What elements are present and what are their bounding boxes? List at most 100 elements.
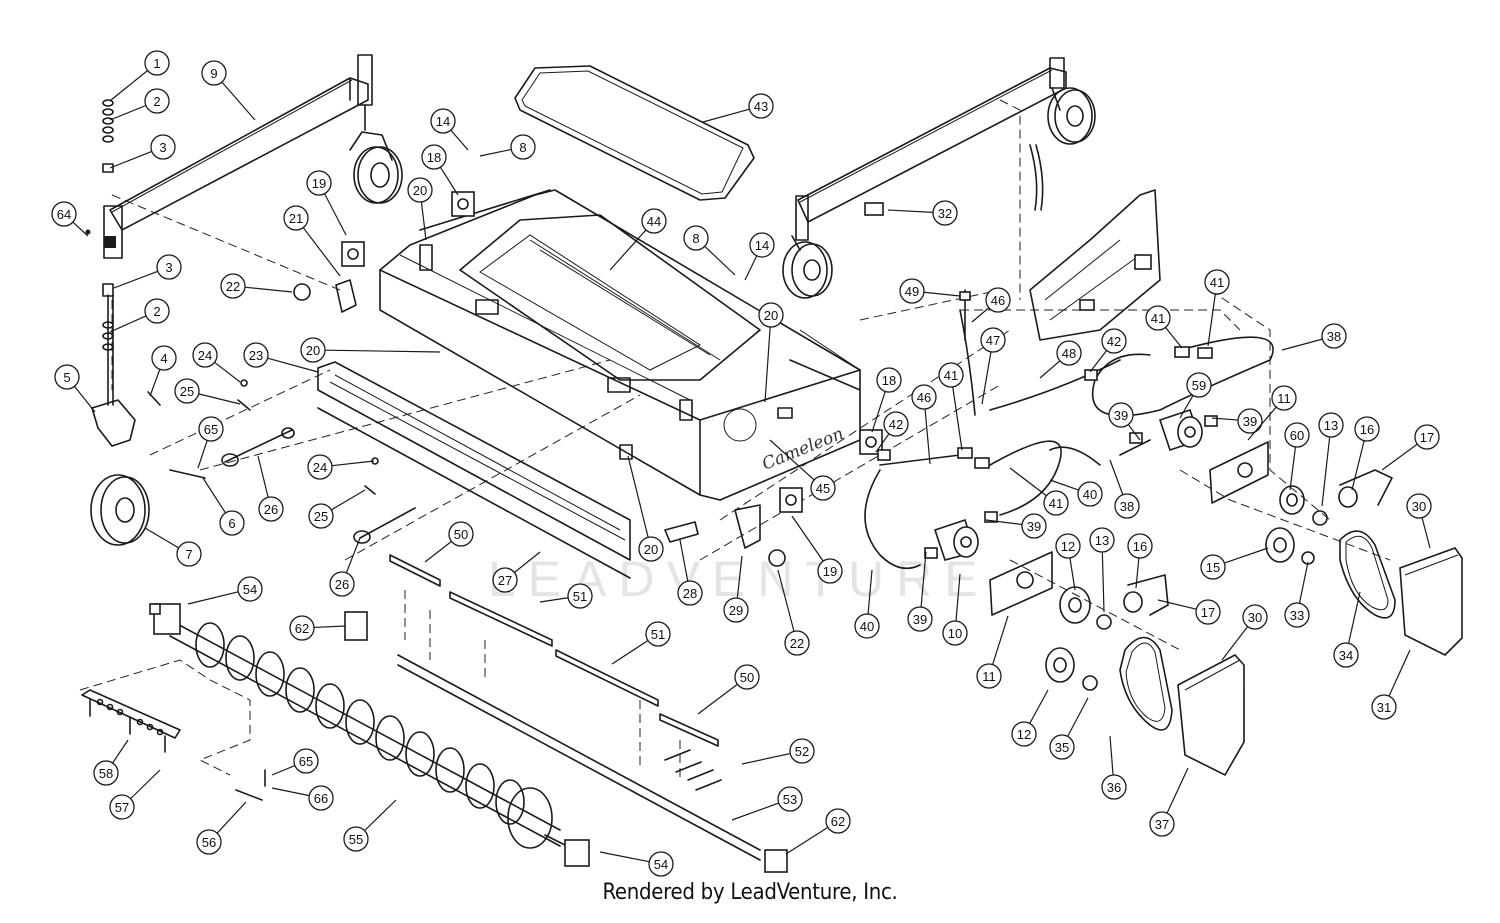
callout-65: 65	[271, 748, 319, 776]
front-skirt	[317, 361, 631, 579]
callout-leader	[271, 787, 310, 797]
callout-circle	[156, 254, 182, 280]
callout-circle	[93, 760, 119, 786]
callout-circle	[492, 567, 518, 593]
callout-17: 17	[1381, 424, 1440, 471]
callout-number: 17	[1420, 430, 1434, 445]
callout-leader	[1029, 689, 1049, 724]
callout-39: 39	[1108, 402, 1141, 441]
left-washer-stack	[85, 99, 206, 479]
callout-leader	[197, 440, 208, 469]
callout-circle	[899, 278, 925, 304]
callout-number: 13	[1095, 533, 1109, 548]
hydraulic-valve-bracket	[1029, 189, 1161, 341]
callout-circle	[192, 342, 218, 368]
left-transport-frame	[91, 77, 369, 447]
callout-51: 51	[539, 583, 593, 609]
callout-51: 51	[611, 621, 671, 665]
callout-number: 20	[306, 343, 320, 358]
callout-number: 25	[180, 384, 194, 399]
callout-leader	[110, 70, 149, 101]
callout-leader	[1165, 326, 1183, 349]
callout-number: 8	[519, 140, 526, 155]
hose-fittings	[877, 291, 1218, 559]
ground-wheel	[90, 474, 150, 546]
callout-65: 65	[197, 416, 224, 469]
callout-leader	[221, 81, 256, 121]
callout-circle	[1043, 490, 1069, 516]
callout-leader	[1381, 443, 1418, 471]
callout-circle	[638, 536, 664, 562]
callout-number: 43	[754, 99, 768, 114]
callout-leader	[1321, 436, 1331, 507]
callout-circle	[980, 327, 1006, 353]
callout-circle	[144, 50, 170, 76]
callout-leader	[539, 597, 569, 603]
callout-leader	[1421, 517, 1431, 549]
callout-circle	[289, 615, 315, 641]
callout-10: 10	[942, 573, 968, 646]
callout-19: 19	[306, 170, 347, 236]
callout-number: 54	[243, 582, 257, 597]
callout-number: 46	[917, 390, 931, 405]
callout-leader	[952, 386, 963, 451]
callout-leader	[1127, 424, 1141, 441]
callout-circle	[421, 144, 447, 170]
callout-circle	[329, 571, 355, 597]
callout-18: 18	[421, 144, 459, 196]
callout-leader	[1221, 626, 1249, 661]
callout-circle	[645, 621, 671, 647]
callout-number: 11	[982, 669, 996, 684]
callout-leader	[257, 455, 269, 498]
callout-leader	[1207, 293, 1216, 347]
callout-circle	[907, 606, 933, 632]
callout-58: 58	[93, 739, 129, 786]
callout-circle	[1284, 602, 1310, 628]
callout-35: 35	[1049, 697, 1089, 760]
callout-19: 19	[791, 515, 843, 584]
callout-number: 34	[1339, 648, 1353, 663]
callout-leader	[1281, 338, 1323, 351]
callout-59: 59	[1179, 372, 1212, 419]
callout-circle	[1204, 269, 1230, 295]
hydraulic-hoses	[864, 144, 1274, 570]
callout-29: 29	[723, 555, 749, 623]
callout-circle	[307, 454, 333, 480]
callout-number: 26	[335, 577, 349, 592]
callout-43: 43	[702, 93, 774, 123]
callout-leader	[985, 519, 1023, 526]
callout-circle	[1101, 328, 1127, 354]
callout-46: 46	[911, 384, 937, 465]
callout-number: 58	[99, 766, 113, 781]
callout-circle	[198, 416, 224, 442]
callout-23: 23	[243, 342, 319, 373]
callout-18: 18	[871, 367, 902, 433]
callout-leader	[144, 527, 179, 549]
callout-number: 13	[1324, 418, 1338, 433]
callout-24: 24	[192, 342, 241, 383]
pivot-pins	[221, 379, 699, 544]
callout-number: 52	[795, 744, 809, 759]
callout-number: 60	[1290, 428, 1304, 443]
callout-leader	[439, 166, 459, 196]
callout-number: 45	[816, 481, 830, 496]
callout-circle	[932, 200, 958, 226]
callout-49: 49	[899, 278, 961, 304]
callout-number: 27	[498, 573, 512, 588]
callout-14: 14	[430, 108, 469, 151]
callout-26: 26	[257, 455, 284, 522]
callout-number: 31	[1377, 700, 1391, 715]
callout-30: 30	[1221, 604, 1268, 661]
callout-circle	[749, 232, 775, 258]
callout-leader	[704, 245, 736, 276]
callout-leader	[769, 439, 815, 481]
callout-24: 24	[307, 454, 375, 480]
callout-14: 14	[744, 232, 775, 281]
callout-number: 48	[1062, 346, 1076, 361]
callout-41: 41	[938, 362, 964, 451]
callout-circle	[758, 302, 784, 328]
left-caster-wheel	[349, 54, 403, 204]
callout-47: 47	[980, 327, 1006, 405]
callout-leader	[202, 477, 227, 514]
callout-21: 21	[283, 205, 341, 277]
